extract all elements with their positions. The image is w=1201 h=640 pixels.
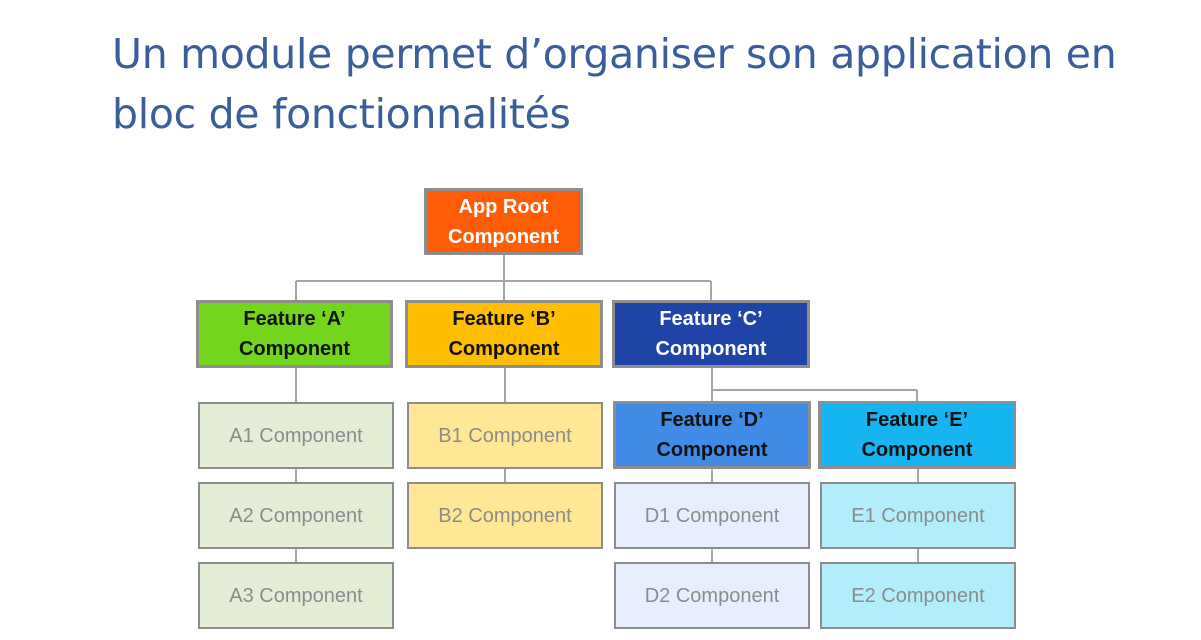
feature-e-label-line-1: Feature ‘E’ (865, 409, 969, 431)
slide-title: Un module permet d’organiser son applica… (112, 24, 1192, 144)
feature-d-component-box: Feature ‘D’ Component (613, 401, 811, 469)
d1-component-box: D1 Component (614, 482, 810, 549)
a2-component-label: A2 Component (229, 504, 363, 527)
b1-component-box: B1 Component (407, 402, 603, 469)
feature-d-label-line-1: Feature ‘D’ (660, 409, 764, 431)
e2-component-label: E2 Component (851, 584, 985, 607)
slide-title-line-1: Un module permet d’organiser son applica… (112, 30, 1117, 78)
feature-c-component-box: Feature ‘C’ Component (612, 300, 810, 368)
a3-component-label: A3 Component (229, 584, 363, 607)
a1-component-box: A1 Component (198, 402, 394, 469)
d1-component-label: D1 Component (644, 504, 780, 527)
a2-component-box: A2 Component (198, 482, 394, 549)
feature-b-component-box: Feature ‘B’ Component (405, 300, 603, 368)
app-root-label-line-1: App Root (458, 195, 549, 218)
a3-component-box: A3 Component (198, 562, 394, 629)
feature-b-label-line-2: Component (448, 338, 560, 360)
e2-component-box: E2 Component (820, 562, 1016, 629)
feature-a-label-line-2: Component (238, 338, 351, 360)
b2-component-box: B2 Component (407, 482, 603, 549)
feature-a-component-box: Feature ‘A’ Component (196, 300, 393, 368)
e1-component-label: E1 Component (851, 504, 985, 527)
feature-c-label-line-1: Feature ‘C’ (659, 308, 763, 330)
a1-component-label: A1 Component (229, 424, 363, 447)
feature-d-label-line-2: Component (656, 439, 768, 461)
e1-component-box: E1 Component (820, 482, 1016, 549)
feature-e-label-line-2: Component (861, 439, 973, 461)
app-root-component-box: App Root Component (424, 188, 583, 255)
feature-b-label-line-1: Feature ‘B’ (452, 308, 556, 330)
feature-a-label-line-1: Feature ‘A’ (243, 308, 346, 330)
b2-component-label: B2 Component (438, 504, 572, 527)
b1-component-label: B1 Component (438, 424, 572, 447)
app-root-label-line-2: Component (447, 225, 560, 248)
feature-c-label-line-2: Component (655, 338, 767, 360)
d2-component-label: D2 Component (644, 584, 780, 607)
feature-e-component-box: Feature ‘E’ Component (818, 401, 1016, 469)
slide-title-line-2: bloc de fonctionnalités (112, 90, 571, 138)
d2-component-box: D2 Component (614, 562, 810, 629)
